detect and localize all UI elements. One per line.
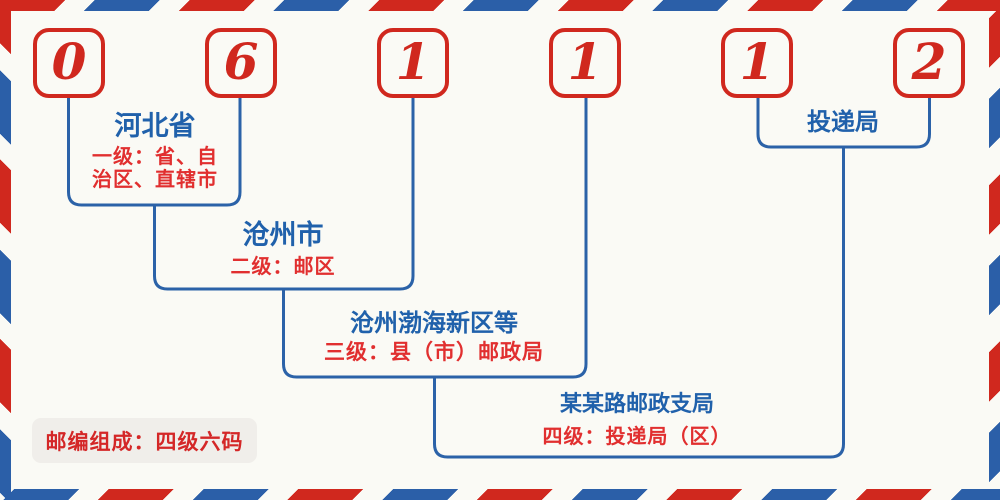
composition-badge-text: 邮编组成：四级六码 xyxy=(45,429,244,454)
level4-label-group: 某某路邮政支局 四级：投递局（区） xyxy=(543,391,732,448)
digit-box-3: 1 xyxy=(377,28,449,98)
level1-name: 河北省 xyxy=(114,111,196,142)
level1-desc: 一级：省、自 治区、直辖市 xyxy=(92,145,218,191)
digit-1: 0 xyxy=(51,32,87,91)
airmail-stripe-border-top xyxy=(0,0,1000,11)
digit-box-4: 1 xyxy=(549,28,621,98)
delivery-bureau-label-group: 投递局 xyxy=(807,108,879,136)
level2-desc: 二级：邮区 xyxy=(230,254,336,278)
digit-box-6: 2 xyxy=(893,28,965,98)
connector-delivery xyxy=(756,98,931,149)
airmail-stripe-border-right xyxy=(989,0,1000,500)
airmail-stripe-border-left xyxy=(0,0,11,500)
digit-box-1: 0 xyxy=(33,28,105,98)
level2-label-group: 沧州市 二级：邮区 xyxy=(231,220,336,278)
digit-4: 1 xyxy=(567,32,603,91)
digit-2: 6 xyxy=(223,32,259,91)
digit-3: 1 xyxy=(395,32,431,91)
level4-desc: 四级：投递局（区） xyxy=(542,424,732,448)
level1-desc-line2: 治区、直辖市 xyxy=(92,167,218,191)
digit-6: 2 xyxy=(911,32,947,91)
connector-level4 xyxy=(433,147,845,459)
level3-label-group: 沧州渤海新区等 三级：县（市）邮政局 xyxy=(324,308,544,365)
digit-box-2: 6 xyxy=(205,28,277,98)
level3-desc: 三级：县（市）邮政局 xyxy=(324,340,544,364)
level4-name: 某某路邮政支局 xyxy=(559,391,714,417)
delivery-bureau-label: 投递局 xyxy=(807,107,879,136)
digit-5: 1 xyxy=(739,32,775,91)
level3-name: 沧州渤海新区等 xyxy=(350,308,518,337)
level2-name: 沧州市 xyxy=(242,220,324,251)
composition-badge: 邮编组成：四级六码 xyxy=(32,418,257,463)
digit-box-5: 1 xyxy=(721,28,793,98)
airmail-stripe-border-bottom xyxy=(0,489,1000,500)
level1-desc-line1: 一级：省、自 xyxy=(92,144,218,168)
level1-label-group: 河北省 一级：省、自 治区、直辖市 xyxy=(92,111,218,191)
